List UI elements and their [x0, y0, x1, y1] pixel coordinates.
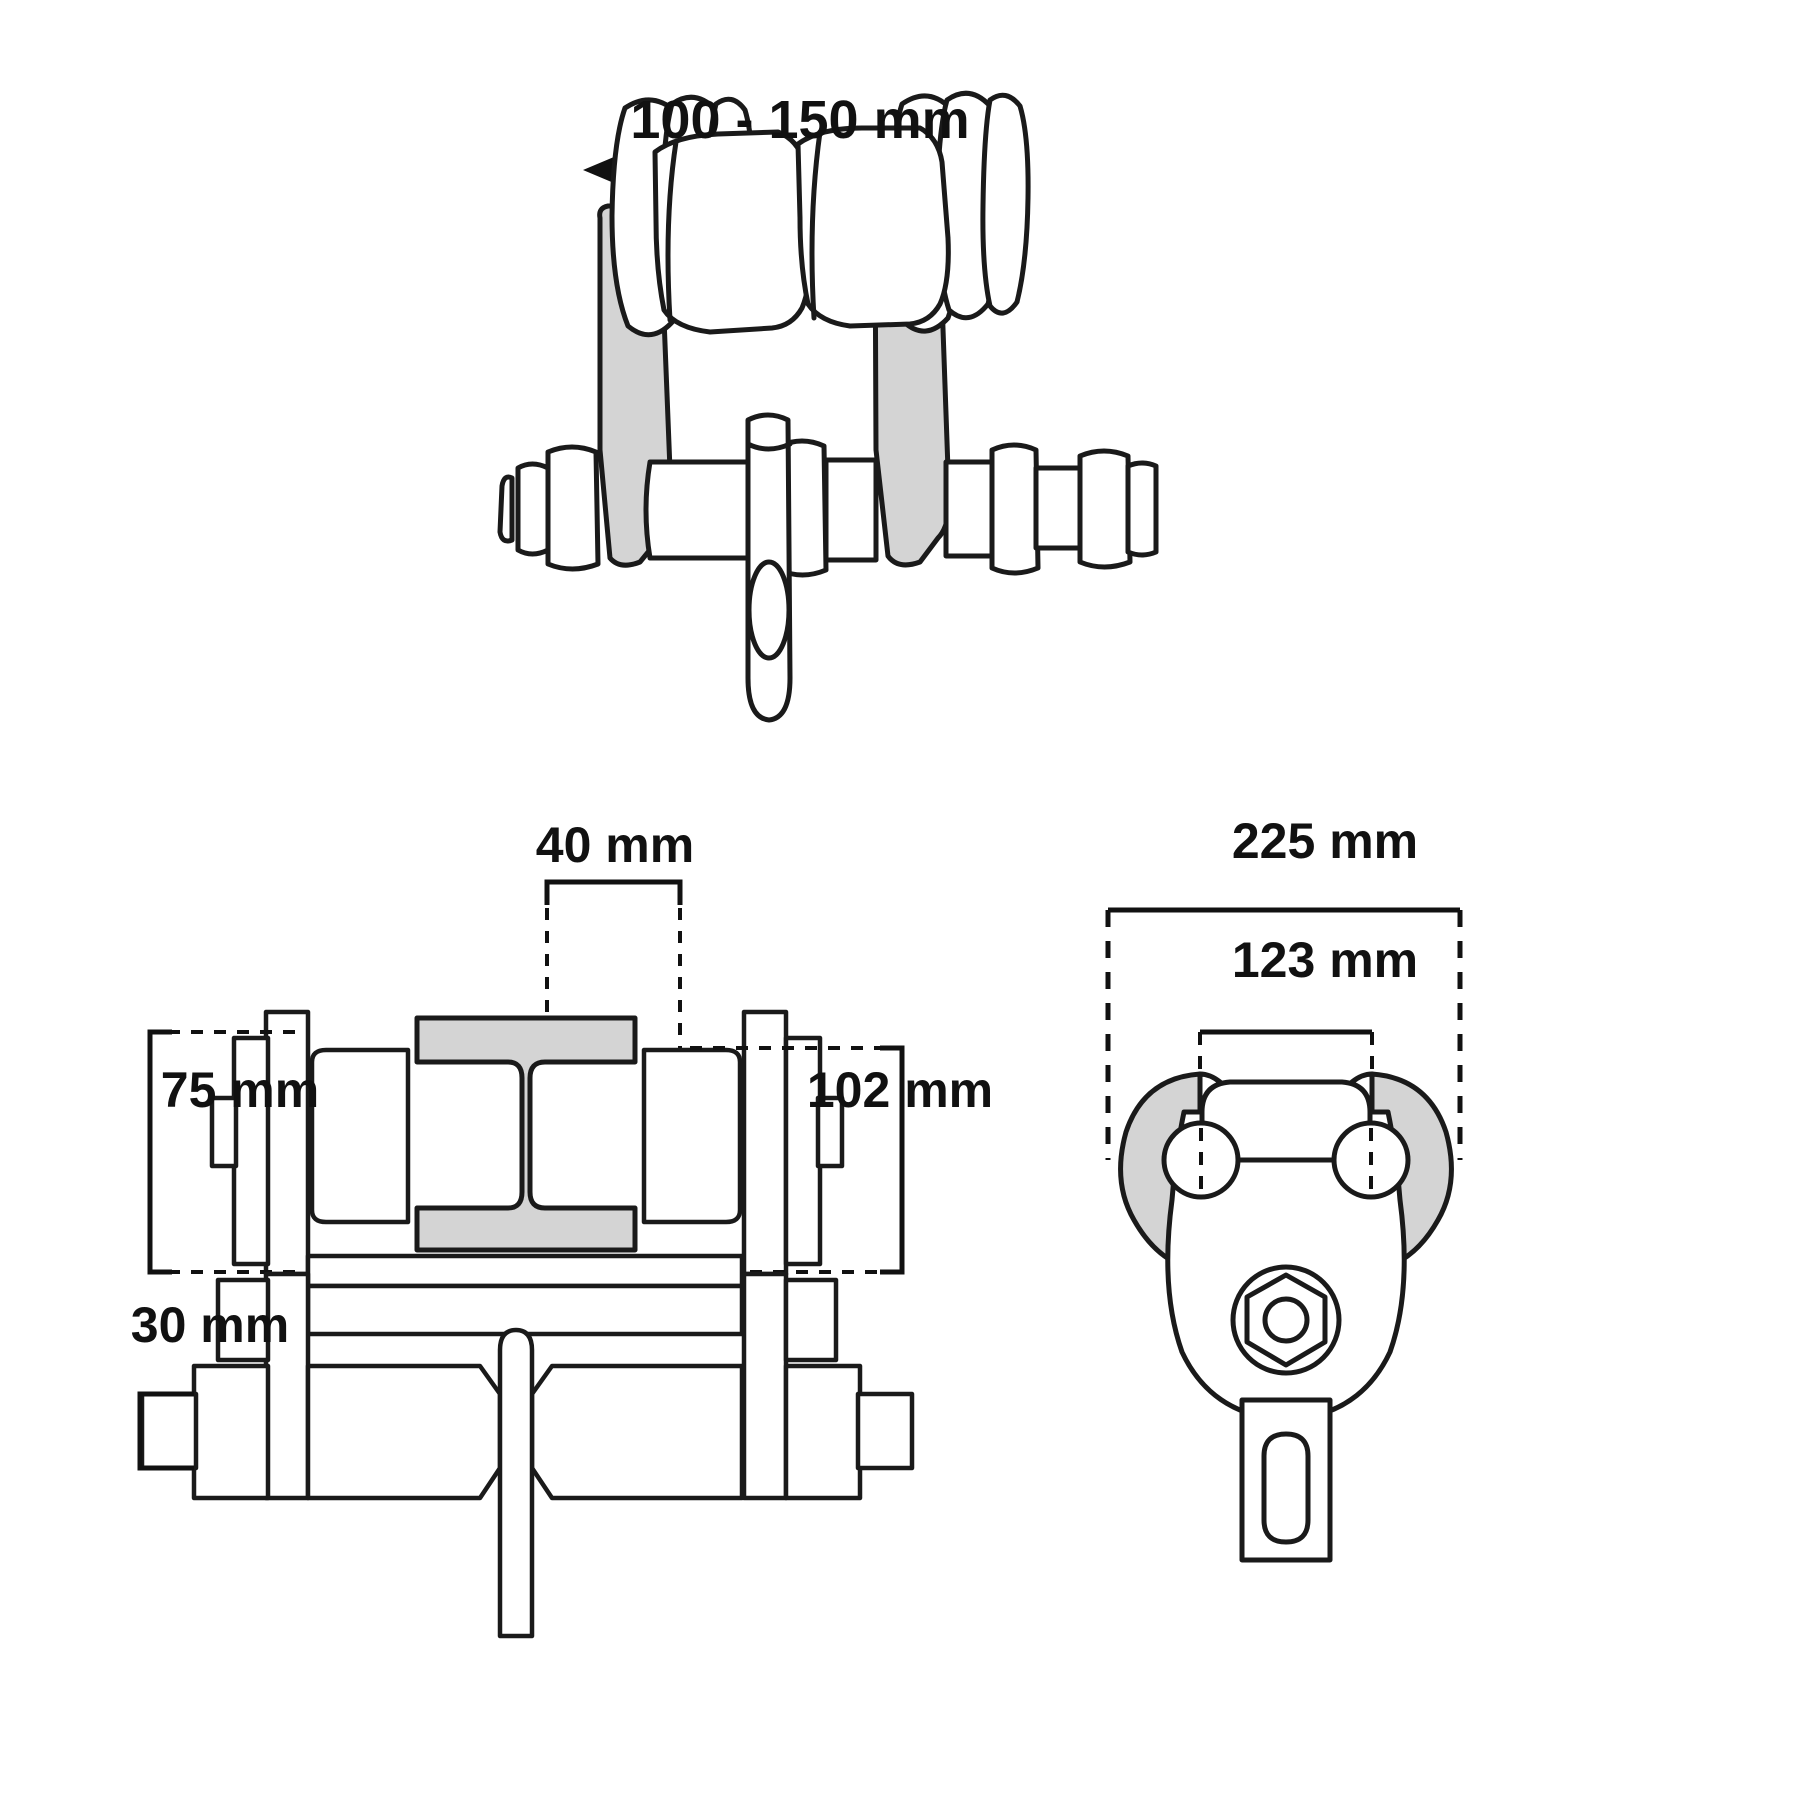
hanger-eye-hole	[746, 559, 792, 661]
label-102mm-wrap: 102 mm	[807, 1062, 993, 1118]
wheel-right-axle-stub	[815, 1095, 845, 1169]
bottom-right-end-view	[1105, 907, 1463, 1563]
dimension-102mm	[690, 1045, 905, 1275]
lug-right-upper	[783, 1277, 839, 1363]
lug-left-upper	[215, 1277, 271, 1363]
dimension-75mm	[147, 1029, 302, 1275]
hanger-tab	[1239, 1397, 1333, 1563]
label-40mm-wrap: 40 mm	[536, 817, 694, 873]
cross-bar-mid	[305, 1283, 745, 1337]
dimension-label-40mm: 40 mm	[536, 817, 694, 873]
plate-right-lower	[741, 1271, 789, 1501]
dimension-label-225mm: 225 mm	[1232, 813, 1418, 869]
wheel-right-pair	[795, 90, 1031, 334]
hanger-stem	[497, 1327, 535, 1639]
body-plate-top	[1199, 1079, 1373, 1163]
cross-bar	[305, 1253, 745, 1337]
dimension-label-123mm: 123 mm	[1232, 932, 1418, 988]
wheel-left-flange	[263, 1009, 311, 1277]
shaft-end-left	[139, 1391, 199, 1471]
nut-right-outer	[783, 1363, 863, 1501]
wheel-left-axle-stub	[209, 1095, 239, 1169]
dimension-label-30mm: 30 mm	[131, 1297, 289, 1353]
wheel-left-pair	[609, 94, 813, 338]
hanger-slot	[1261, 1431, 1311, 1545]
dimension-label-span: 100 - 150 mm	[630, 90, 969, 150]
nut-left-outer	[191, 1363, 271, 1501]
bottom-left-section-view	[137, 879, 915, 1639]
label-span-100-150: 100 - 150 mm	[630, 90, 969, 150]
dimension-label-75mm: 75 mm	[161, 1062, 319, 1118]
hex-bolt	[1230, 1264, 1342, 1376]
label-225mm-wrap: 225 mm	[1232, 813, 1418, 869]
label-75mm-wrap: 75 mm	[161, 1062, 319, 1118]
cross-bar-top	[305, 1253, 745, 1289]
wheel-right-disc	[783, 1035, 823, 1267]
axle-shaft-assembly	[497, 438, 1159, 578]
wheel-right-flange	[741, 1009, 789, 1277]
i-beam	[414, 1015, 638, 1253]
label-123mm-wrap: 123 mm	[1232, 932, 1418, 988]
wheel-left-disc	[231, 1035, 271, 1267]
hanger-eye	[745, 412, 793, 723]
hex-bolt-core	[1262, 1296, 1310, 1344]
dimension-225mm	[1105, 907, 1463, 1160]
top-isometric-view	[497, 90, 1159, 723]
plate-left-lower	[263, 1271, 311, 1501]
wheel-left-group	[209, 1009, 411, 1277]
shaft-end-right	[855, 1391, 915, 1471]
dimension-30mm	[137, 1391, 194, 1471]
dimension-label-102mm: 102 mm	[807, 1062, 993, 1118]
label-30mm-wrap: 30 mm	[131, 1297, 289, 1353]
wheel-right-group	[641, 1009, 845, 1277]
